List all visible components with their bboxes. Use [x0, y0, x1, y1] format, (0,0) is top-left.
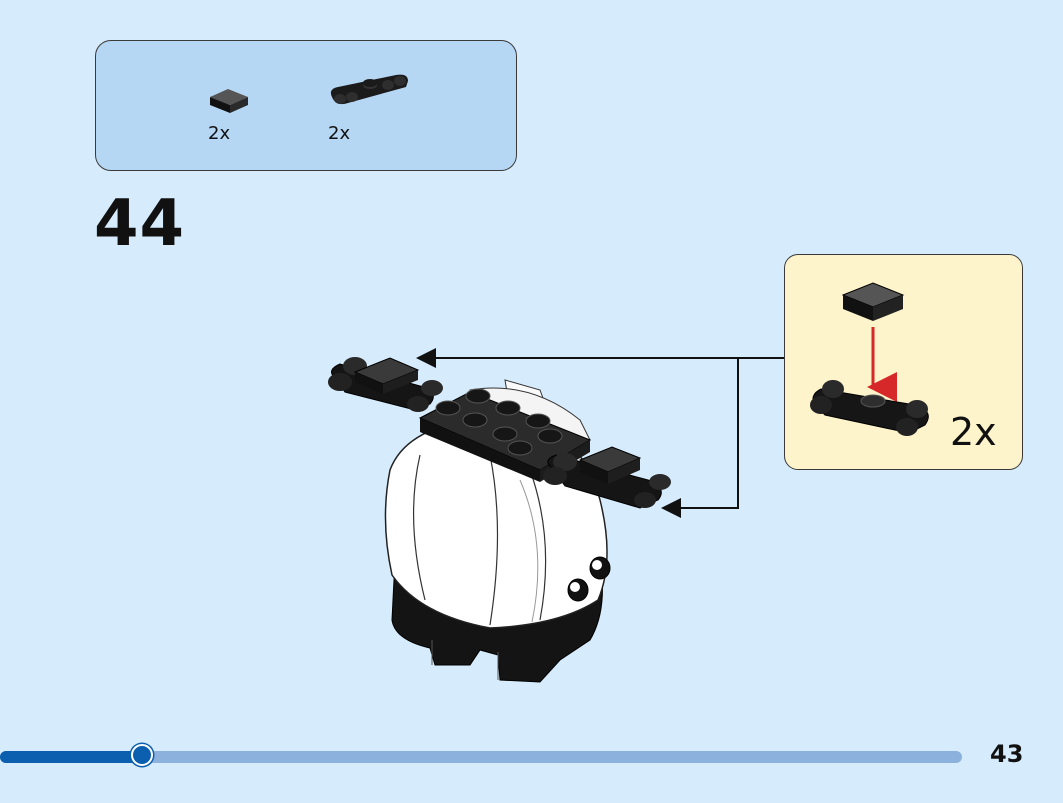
step-number: 44 [94, 187, 186, 261]
progress-knob [131, 744, 154, 766]
progress-fill [0, 751, 143, 763]
sub-assembly-box: 2x [784, 254, 1023, 470]
part-quantity: 2x [328, 123, 351, 144]
page-number: 43 [990, 740, 1024, 768]
sub-assembly-illustration [810, 282, 929, 436]
part-quantity: 2x [208, 123, 231, 144]
sub-assembly-quantity: 2x [950, 410, 997, 454]
progress-bar [0, 744, 962, 766]
bracket-plate-icon [330, 74, 408, 105]
parts-list-box: 2x 2x [95, 40, 517, 171]
tile-1x1-icon [210, 89, 248, 113]
